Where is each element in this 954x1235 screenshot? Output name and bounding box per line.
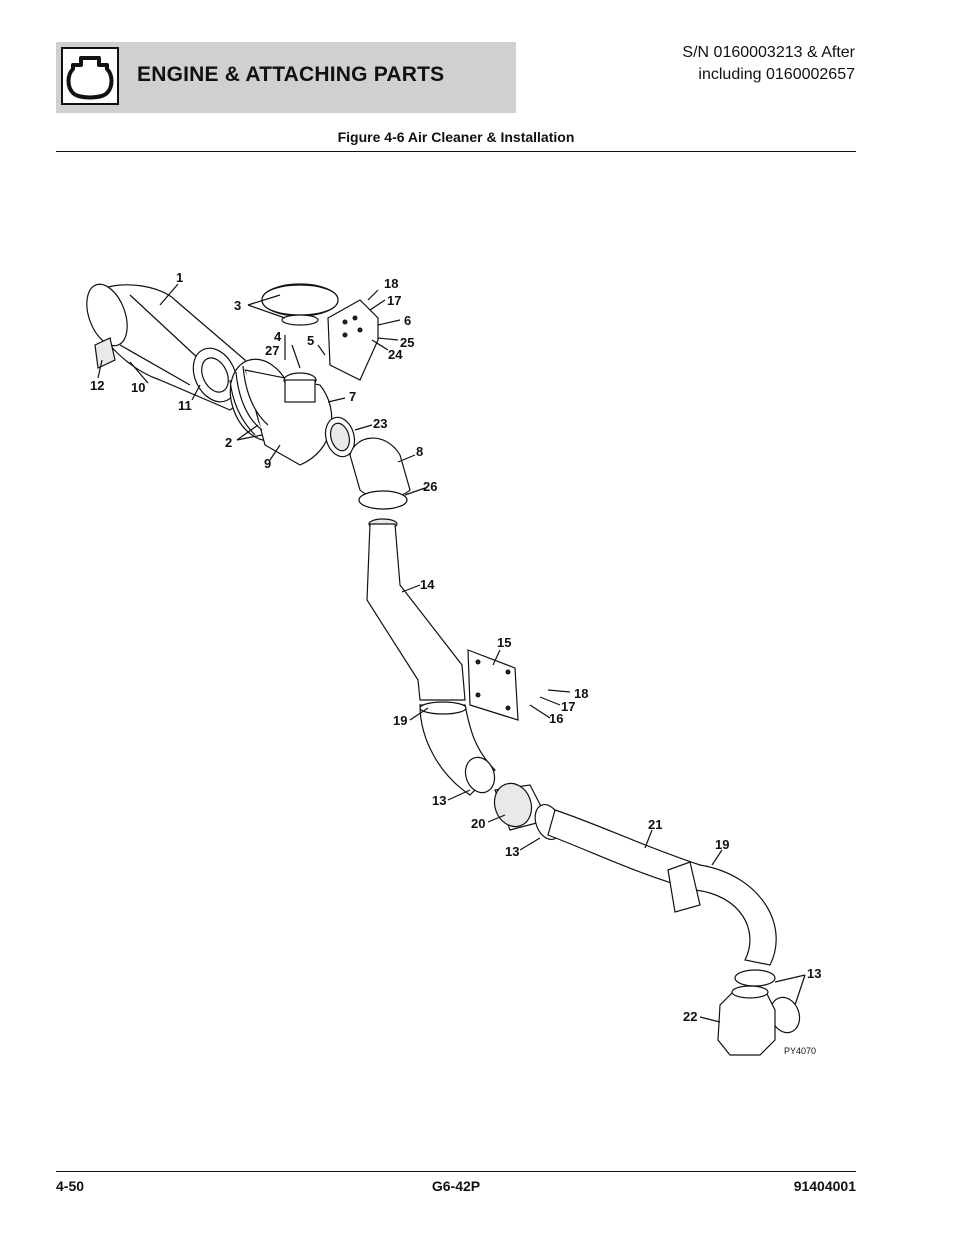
callout-8: 8	[416, 444, 423, 459]
header-rule	[56, 151, 856, 152]
callout-7: 7	[349, 389, 356, 404]
leader-lines	[97, 283, 806, 1023]
callout-5: 5	[307, 333, 314, 348]
callout-10: 10	[131, 380, 145, 395]
callout-19-b: 19	[715, 837, 729, 852]
callout-3: 3	[234, 298, 241, 313]
callout-20: 20	[471, 816, 485, 831]
callout-12: 12	[90, 378, 104, 393]
clamp-23	[324, 416, 356, 458]
clamp-13-upper	[464, 756, 496, 794]
callout-11: 11	[178, 398, 192, 413]
callout-labels: 1 2 3 4 5 6 7 8 9 10 11 12 13 13 13 14 1…	[90, 270, 821, 1056]
callout-16: 16	[549, 711, 563, 726]
callout-13-b: 13	[505, 844, 519, 859]
clamp-26	[358, 490, 408, 530]
elbow-8	[349, 437, 411, 499]
clamps-13-lower	[734, 969, 801, 1034]
callout-14: 14	[420, 577, 435, 592]
callout-18-a: 18	[384, 276, 398, 291]
filter-element	[192, 347, 238, 403]
callout-17-b: 17	[561, 699, 575, 714]
callout-21: 21	[648, 817, 662, 832]
callout-17-a: 17	[387, 293, 401, 308]
figure-title: Figure 4-6 Air Cleaner & Installation	[337, 129, 575, 145]
callout-19-a: 19	[393, 713, 407, 728]
callout-18-b: 18	[574, 686, 588, 701]
page-number: 4-50	[56, 1178, 85, 1194]
callout-26: 26	[423, 479, 437, 494]
callout-22: 22	[683, 1009, 697, 1024]
figure-reference-code: PY4070	[784, 1046, 816, 1056]
model-number: G6-42P	[431, 1178, 481, 1194]
adapter-22	[717, 985, 776, 1056]
callout-23: 23	[373, 416, 387, 431]
bracket-15	[467, 649, 519, 721]
callout-2: 2	[225, 435, 232, 450]
callout-1: 1	[176, 270, 183, 285]
callout-15: 15	[497, 635, 511, 650]
callout-4: 4	[274, 329, 282, 344]
intake-tube-14	[366, 523, 466, 701]
callout-25: 25	[400, 335, 414, 350]
header-band	[56, 42, 516, 113]
tube-21	[547, 809, 777, 966]
callout-27: 27	[265, 343, 279, 358]
section-title: ENGINE & ATTACHING PARTS	[137, 63, 445, 86]
serial-number-range: S/N 0160003213 & After including 0160002…	[682, 42, 855, 86]
mounting-bracket	[327, 299, 379, 381]
callout-9: 9	[264, 456, 271, 471]
pre-cleaner-cap	[261, 283, 339, 326]
manual-number: 91404001	[793, 1178, 856, 1194]
callout-6: 6	[404, 313, 411, 328]
serial-line-2: including 0160002657	[698, 66, 855, 83]
engine-icon	[61, 47, 119, 105]
callout-13-a: 13	[432, 793, 446, 808]
callout-24: 24	[388, 347, 403, 362]
serial-line-1: S/N 0160003213 & After	[682, 44, 855, 61]
engine-icon-graphic	[66, 56, 114, 100]
callout-13-c: 13	[807, 966, 821, 981]
footer-rule	[56, 1171, 856, 1172]
bracket-19-lower	[667, 861, 701, 913]
